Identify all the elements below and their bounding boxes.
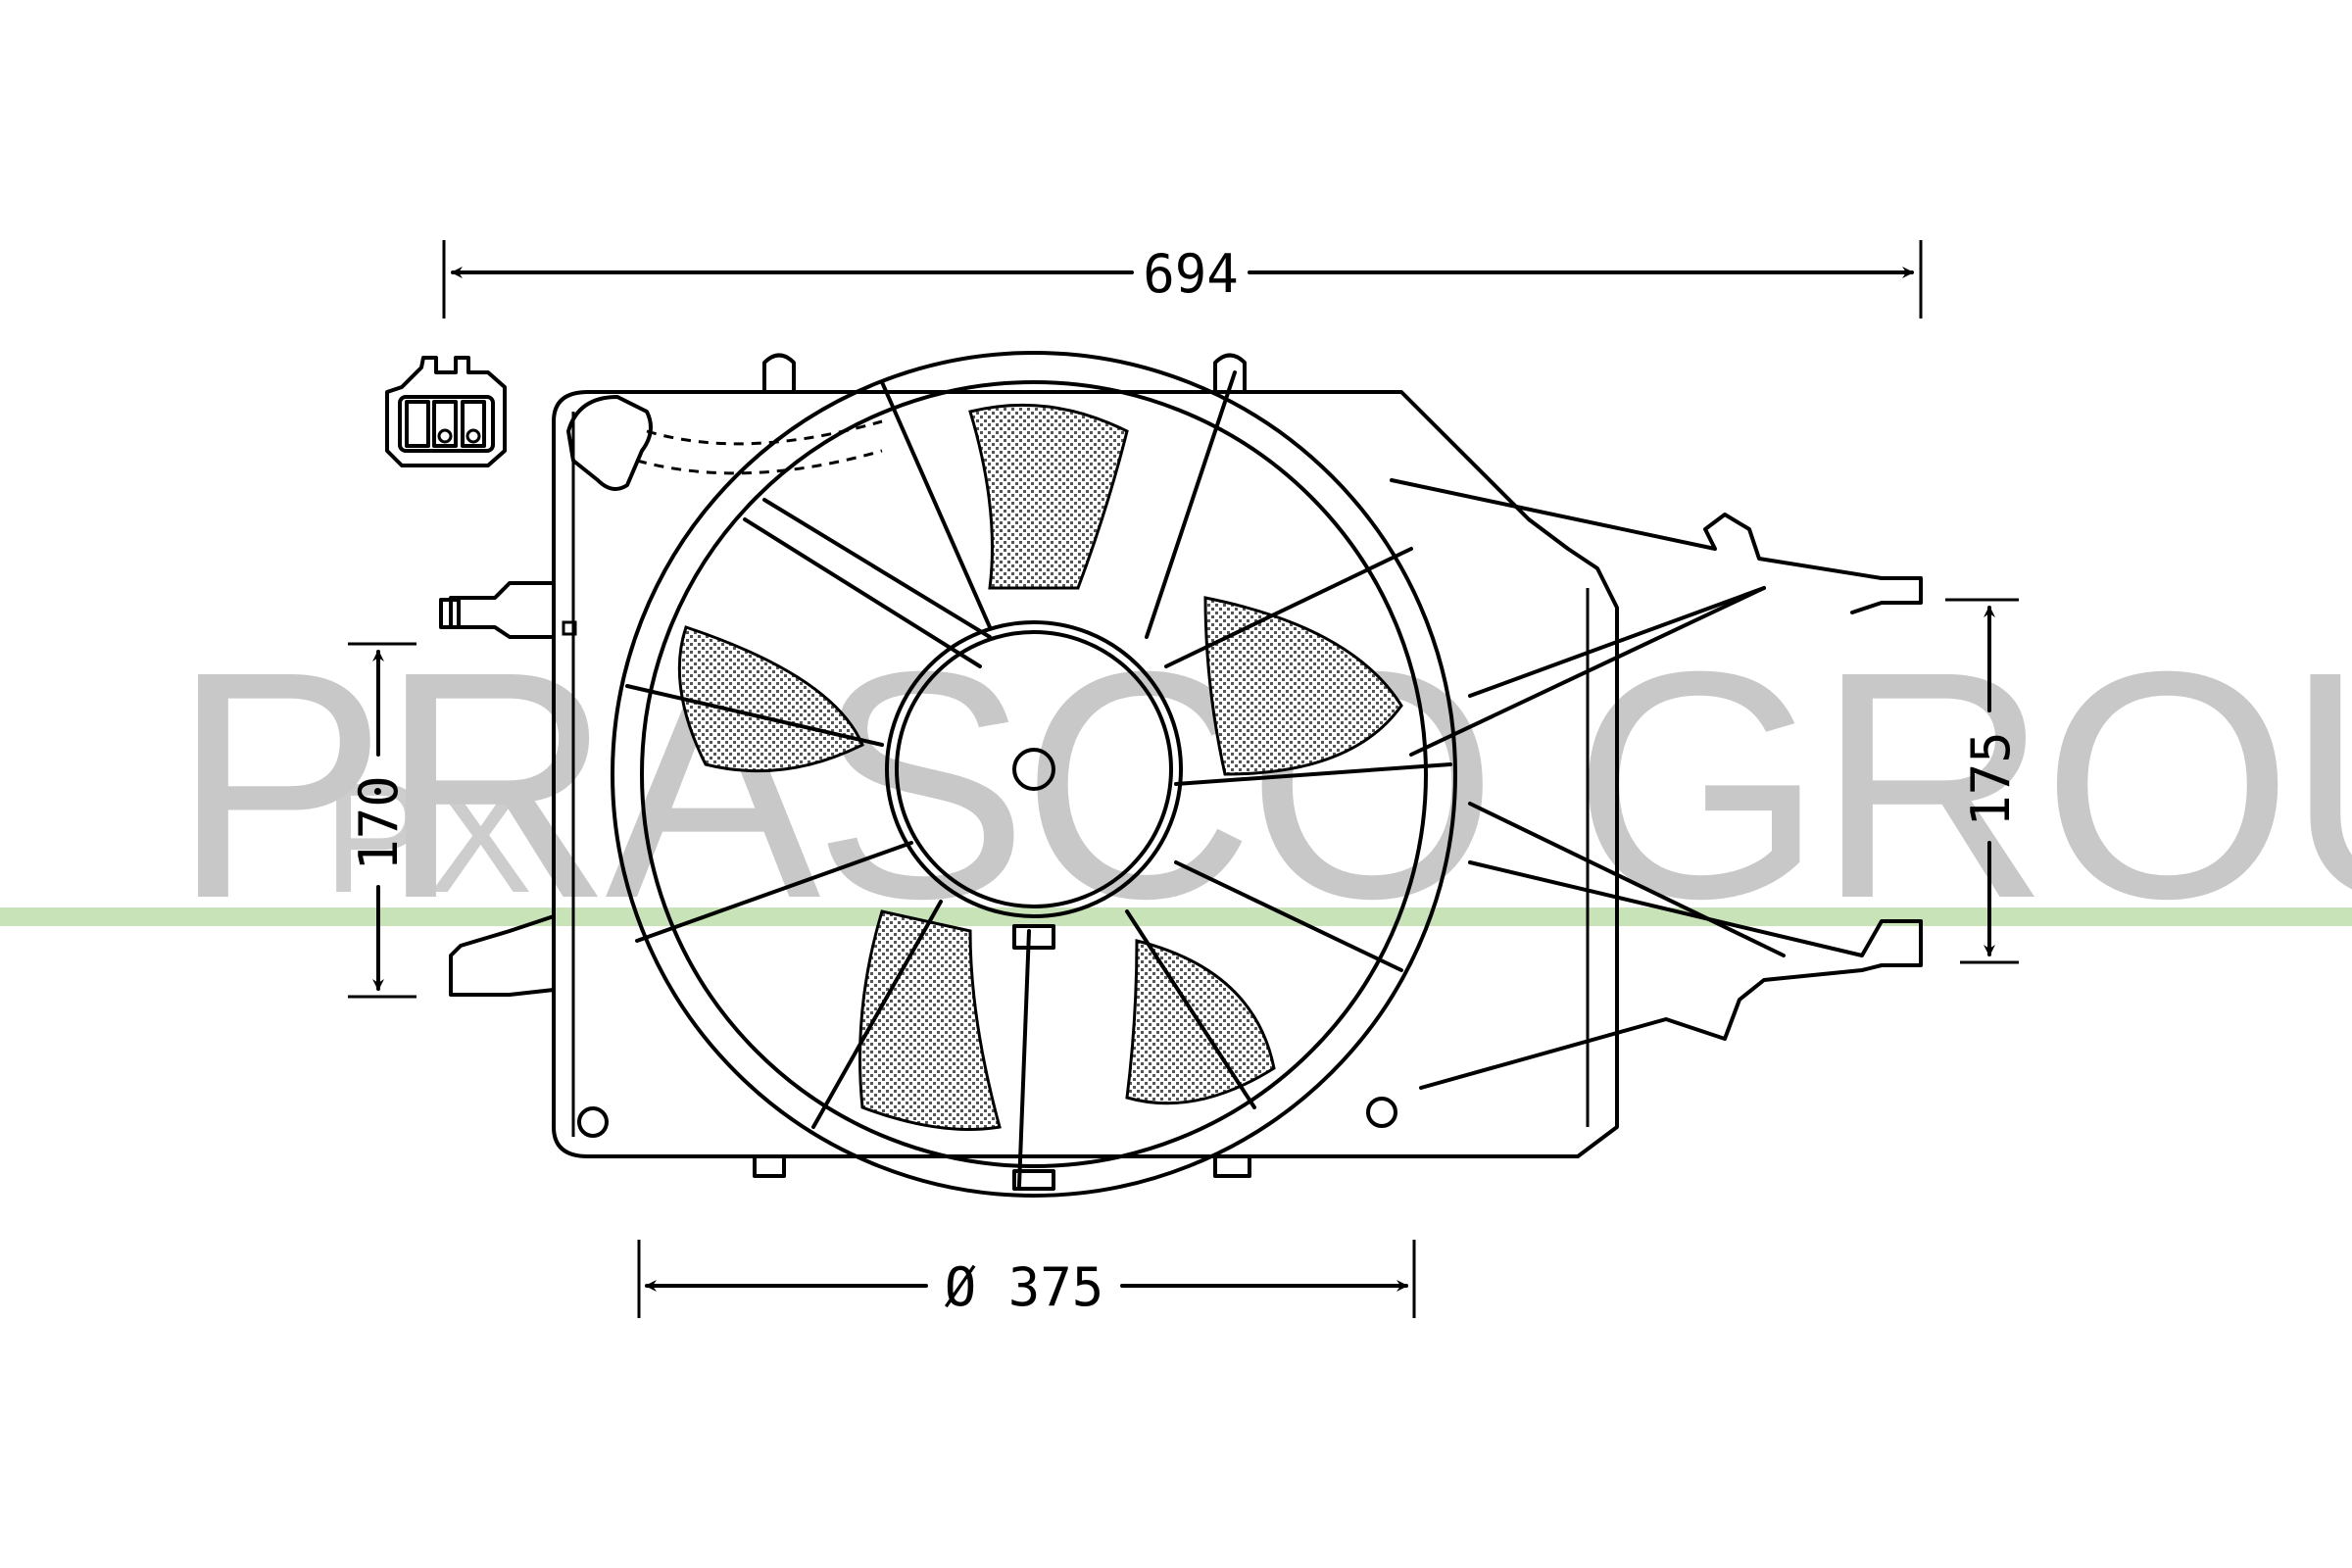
- watermark-green-band: [0, 907, 2352, 926]
- dimension-left-mount: 170: [348, 642, 416, 999]
- electrical-connector-icon: [385, 356, 507, 467]
- dimension-overall-width: 694: [442, 240, 1923, 318]
- left-mount-brackets: [439, 581, 577, 997]
- dimension-175-label: 175: [1960, 731, 2022, 827]
- dimension-375-label: Ø 375: [945, 1256, 1104, 1318]
- dimension-694-label: 694: [1143, 243, 1239, 305]
- dimension-right-mount: 175: [1945, 598, 2022, 964]
- dimension-170-label: 170: [348, 775, 410, 871]
- dimension-fan-diameter: Ø 375: [637, 1240, 1416, 1318]
- fan-assembly: [611, 351, 1457, 1198]
- right-mount-brackets: [1390, 478, 1923, 1090]
- watermark-logo: PX: [323, 750, 532, 925]
- fan-shroud: [552, 353, 1619, 1178]
